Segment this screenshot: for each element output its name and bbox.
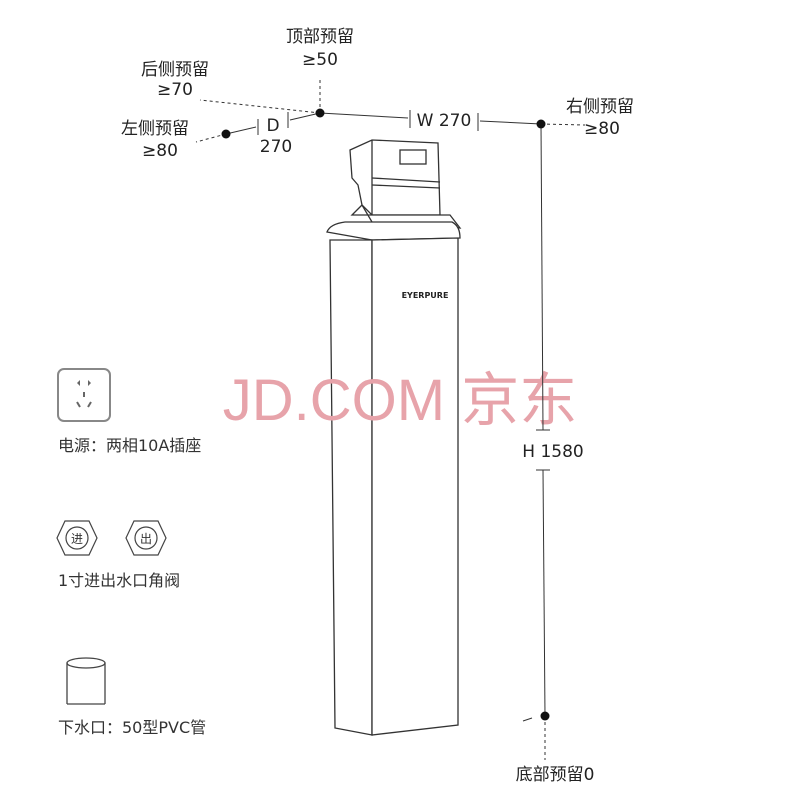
drain-pipe-icon — [66, 657, 106, 705]
water-softener-unit — [326, 139, 462, 736]
width-dimension: W 270 — [417, 111, 472, 131]
valve-requirement: 1寸进出水口角阀 — [58, 571, 180, 590]
outlet-valve-icon — [125, 520, 167, 556]
left-point-marker — [221, 129, 231, 139]
right-clearance-value: ≥80 — [584, 119, 620, 139]
bottom-point-marker — [540, 711, 550, 721]
back-clearance-value: ≥70 — [157, 80, 193, 100]
socket-icon — [57, 368, 111, 422]
top-point-marker — [315, 108, 325, 118]
left-clearance-label: 左侧预留 — [121, 119, 189, 139]
back-clearance-label: 后侧预留 — [141, 60, 209, 80]
height-dimension: H 1580 — [522, 442, 583, 462]
inlet-label: 进 — [71, 532, 83, 546]
top-clearance-value: ≥50 — [302, 50, 338, 70]
bottom-clearance-label: 底部预留0 — [516, 765, 595, 785]
top-clearance-label: 顶部预留 — [286, 27, 354, 47]
brand-logo: EYERPURE — [402, 291, 449, 300]
dimension-lines — [195, 80, 586, 760]
drain-requirement: 下水口：50型PVC管 — [58, 718, 206, 737]
right-point-marker — [536, 119, 546, 129]
display-screen — [399, 149, 427, 165]
depth-value: 270 — [260, 137, 292, 157]
left-clearance-value: ≥80 — [142, 141, 178, 161]
depth-letter: D — [266, 116, 279, 136]
power-requirement: 电源：两相10A插座 — [58, 436, 201, 455]
inlet-valve-icon — [56, 520, 98, 556]
outlet-label: 出 — [140, 532, 152, 546]
right-clearance-label: 右侧预留 — [566, 97, 634, 117]
watermark: JD.COM 京东 — [223, 368, 577, 433]
top-cap — [326, 221, 461, 241]
column-front-face — [371, 237, 459, 736]
column-left-face — [329, 239, 373, 736]
